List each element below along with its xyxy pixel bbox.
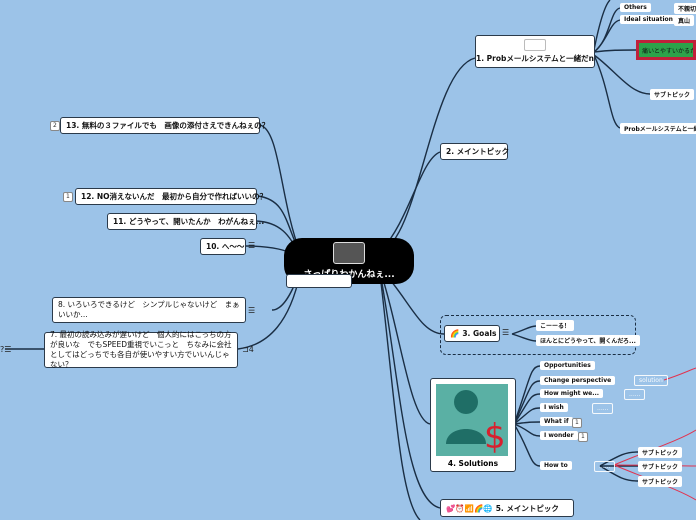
image-icon xyxy=(333,242,365,264)
note-icon: ☰ xyxy=(502,328,510,337)
image-placeholder-icon xyxy=(524,39,546,51)
note-icon: ☰ xyxy=(248,306,256,315)
rainbow-icon: 🌈 xyxy=(450,329,460,338)
topic-2[interactable]: 2. メイントピック xyxy=(440,143,509,160)
topic-12[interactable]: 12. NO消えないんだ 最初から自分で作ればいいの？ xyxy=(75,188,267,205)
i-wish-value[interactable]: ...... xyxy=(592,403,614,414)
note-icon: ?☰ xyxy=(0,345,12,354)
topic-10[interactable]: 10. へ～～ xyxy=(200,238,246,255)
topic-11[interactable]: 11. どうやって、開いたんか わがんねぇ... xyxy=(107,213,264,230)
how-might-we-node[interactable]: How might we... xyxy=(540,389,604,398)
others-value[interactable]: 不親切 xyxy=(674,3,696,14)
opportunities-node[interactable]: Opportunities xyxy=(540,361,595,370)
t1-bottom-node[interactable]: Probメールシステムと一緒だ xyxy=(620,123,696,134)
topic-13[interactable]: 13. 無料の３ファイルでも 画像の添付さえできんねぇの？ xyxy=(60,117,269,134)
goal-item-1[interactable]: こーーる！ xyxy=(536,320,575,331)
topic-7[interactable]: 7. 最初の読み込みが遅いけど 個人的にはこっちの方が良いな でもSPEED重視… xyxy=(44,330,238,369)
goal-item-2[interactable]: ほんとにどうやって、開くんだろ... xyxy=(536,335,640,346)
t1-subtopic[interactable]: サブトピック xyxy=(650,89,695,100)
i-wonder-node[interactable]: I wonder xyxy=(540,431,578,440)
note-icon: ☰ xyxy=(248,241,256,250)
solution-node[interactable]: solution xyxy=(634,375,668,386)
how-to-subtopic-1[interactable]: サブトピック xyxy=(638,447,683,458)
others-node[interactable]: Others xyxy=(620,3,651,12)
emoji-icons: 💕⏰📶🌈🌐 xyxy=(446,503,493,513)
highlighted-node[interactable]: 痛いとやすいかるため xyxy=(636,40,696,60)
change-perspective-node[interactable]: Change perspective xyxy=(540,376,616,385)
what-if-badge: 1 xyxy=(572,418,582,428)
how-might-value[interactable]: ...... xyxy=(624,389,646,400)
what-if-node[interactable]: What if xyxy=(540,417,573,426)
how-to-subtopic-2[interactable]: サブトピック xyxy=(638,461,683,472)
topic-1[interactable]: 1. Probメールシステムと一緒だn xyxy=(475,35,595,68)
how-to-subtopic-3[interactable]: サブトピック xyxy=(638,476,683,487)
topic-8[interactable]: 8. いろいろできるけど シンプルじゃないけど まぁいいか... xyxy=(52,297,246,323)
i-wish-node[interactable]: I wish xyxy=(540,403,568,412)
topic-4-label: 4. Solutions xyxy=(447,459,499,468)
link-icon: ⊐4 xyxy=(242,345,254,354)
topic-9-partial[interactable] xyxy=(286,274,352,288)
topic-4[interactable]: $ 4. Solutions xyxy=(430,378,516,472)
topic-13-badge: 2 xyxy=(50,121,60,131)
how-to-value[interactable]: ...... xyxy=(594,461,616,472)
i-wonder-badge: 1 xyxy=(578,432,588,442)
ideal-situation-node[interactable]: Ideal situation xyxy=(620,15,677,24)
person-money-icon: $ xyxy=(436,384,508,457)
svg-text:$: $ xyxy=(484,417,506,456)
how-to-node[interactable]: How to xyxy=(540,461,572,470)
ideal-situation-value[interactable]: 真山 xyxy=(674,15,695,26)
topic-3[interactable]: 🌈 3. Goals xyxy=(444,325,500,342)
topic-12-badge: 1 xyxy=(63,192,73,202)
topic-5[interactable]: 💕⏰📶🌈🌐 5. メイントピック xyxy=(440,499,574,517)
